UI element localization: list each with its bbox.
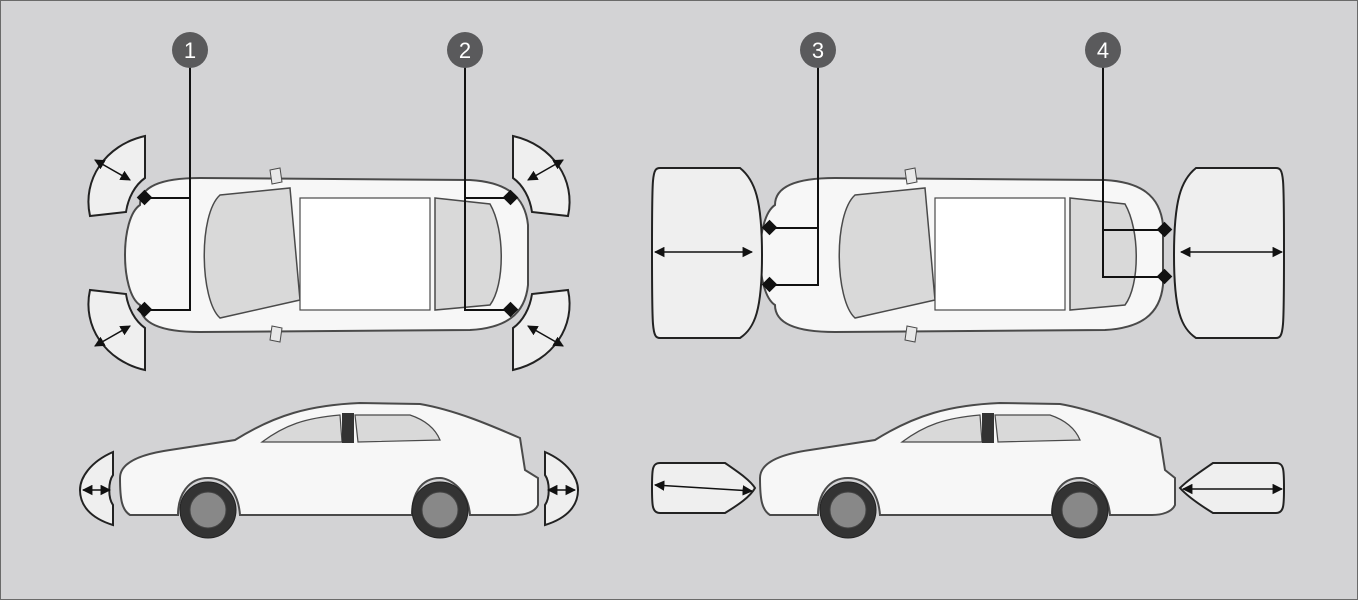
callout-label: 1 bbox=[184, 38, 196, 63]
callout-badge-1: 1 bbox=[172, 32, 208, 68]
callout-badge-2: 2 bbox=[447, 32, 483, 68]
callout-label: 2 bbox=[459, 38, 471, 63]
car-top-view-icon bbox=[759, 167, 1164, 343]
double-arrow-icon bbox=[527, 325, 564, 347]
callout-badge-4: 4 bbox=[1085, 32, 1121, 68]
car-side-view-icon bbox=[758, 401, 1176, 539]
callout-4-leader bbox=[1102, 66, 1173, 285]
car-top-view-icon bbox=[124, 167, 529, 343]
sensor-zone-side-front-center bbox=[651, 462, 757, 514]
double-arrow-icon bbox=[653, 480, 754, 496]
sensor-zone-rear-center bbox=[1172, 167, 1285, 339]
callout-1-leader bbox=[136, 66, 191, 318]
car-side-view-icon bbox=[118, 401, 539, 539]
sensor-diamond-icon bbox=[1156, 268, 1173, 285]
sensor-zone-rear-right bbox=[512, 288, 571, 372]
callout-3-leader bbox=[761, 66, 819, 293]
sensor-diamond-icon bbox=[761, 219, 778, 236]
sensor-diamond-icon bbox=[136, 301, 153, 318]
sensor-zone-rear-left bbox=[512, 134, 571, 218]
double-arrow-icon bbox=[527, 159, 564, 181]
sensor-diamond-icon bbox=[136, 189, 153, 206]
sensor-zone-side-front bbox=[78, 450, 114, 527]
sensor-diamond-icon bbox=[502, 189, 519, 206]
double-arrow-icon bbox=[94, 159, 131, 181]
callout-badge-3: 3 bbox=[800, 32, 836, 68]
callout-label: 3 bbox=[812, 38, 824, 63]
double-arrow-icon bbox=[94, 325, 131, 347]
sensor-zone-side-rear-center bbox=[1178, 462, 1285, 514]
sensor-zone-side-rear bbox=[544, 450, 580, 527]
sensor-zone-front-left bbox=[87, 134, 146, 218]
callout-label: 4 bbox=[1097, 38, 1109, 63]
sensor-zone-front-center bbox=[651, 167, 764, 339]
sensor-diamond-icon bbox=[1156, 221, 1173, 238]
sensor-zone-front-right bbox=[87, 288, 146, 372]
